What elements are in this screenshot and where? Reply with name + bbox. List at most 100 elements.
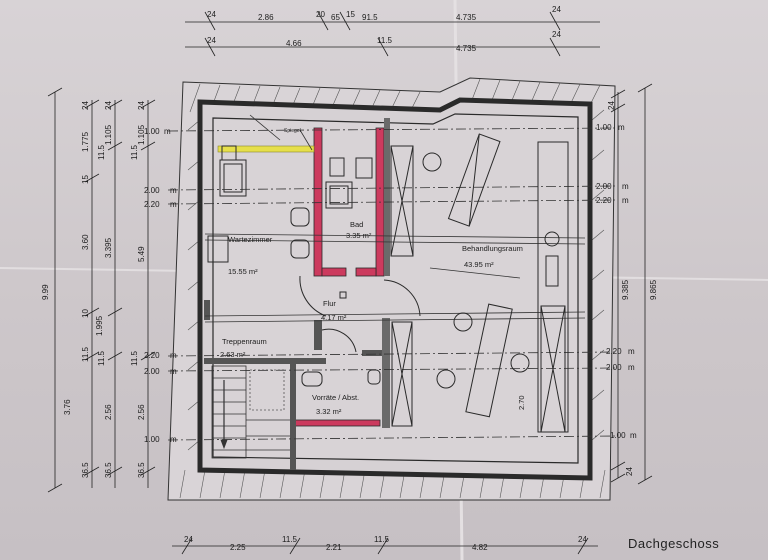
svg-text:m: m	[618, 123, 625, 132]
svg-text:m: m	[170, 200, 177, 209]
svg-text:1.00: 1.00	[596, 123, 612, 132]
stool	[422, 152, 442, 172]
dim-label: 2.56	[104, 404, 113, 420]
dim-label: 24	[207, 36, 216, 45]
room-name: Vorräte / Abst.	[312, 393, 359, 402]
dim-label: 91.5	[362, 13, 378, 22]
dim-label: 3.60	[81, 234, 90, 250]
dim-label: 3.76	[63, 399, 72, 415]
dim-label: 2.56	[137, 404, 146, 420]
stool	[510, 353, 530, 373]
washbasin	[355, 157, 373, 179]
room-name: Treppenraum	[222, 337, 267, 346]
room-area: 3.32 m²	[316, 407, 342, 416]
svg-text:2.20: 2.20	[144, 351, 160, 360]
plan-title: Dachgeschoss	[628, 536, 719, 551]
room-area: 3.35 m²	[346, 231, 372, 240]
furniture	[207, 133, 569, 433]
dim-label: 36.5	[137, 462, 146, 478]
dim-label: 1.105	[104, 124, 113, 145]
dim-label: 24	[607, 101, 616, 110]
dim-label: 24	[81, 101, 90, 110]
dim-label: 24	[184, 535, 193, 544]
right-dimension-lines	[610, 83, 653, 485]
dim-label: 11.5	[377, 36, 393, 45]
svg-text:m: m	[622, 196, 629, 205]
svg-text:m: m	[164, 127, 171, 136]
svg-text:m: m	[628, 347, 635, 356]
dim-label: 4.66	[286, 39, 302, 48]
cabinet-inner	[223, 163, 243, 193]
washbasin-small	[301, 371, 323, 387]
exterior-walls	[197, 97, 593, 481]
cabinet-left	[390, 145, 414, 257]
basin	[544, 231, 560, 247]
treatment-bench	[447, 133, 501, 227]
dim-label: 20	[316, 10, 325, 19]
treatment-bench	[465, 303, 513, 418]
left-dimension-lines	[47, 87, 156, 493]
cabinet-lower	[391, 321, 413, 427]
appliance	[545, 255, 559, 287]
dim-label: 11.5	[97, 144, 106, 160]
height-label: 2.70	[517, 395, 526, 410]
dim-label: 11.5	[130, 350, 139, 366]
svg-text:2.20: 2.20	[144, 200, 160, 209]
dim-label: 65	[331, 13, 340, 22]
room-area: 43.95 m²	[464, 260, 494, 269]
svg-text:m: m	[170, 435, 177, 444]
svg-text:2.00: 2.00	[144, 186, 160, 195]
door-swing	[383, 279, 421, 317]
stool	[436, 369, 456, 389]
room-name: Flur	[323, 299, 336, 308]
chair	[290, 239, 310, 259]
room-name: Wartezimmer	[228, 235, 273, 244]
wc	[329, 157, 345, 177]
dim-label: 36.5	[104, 462, 113, 478]
dim-label: 9.865	[649, 279, 658, 300]
dim-label: 5.49	[137, 246, 146, 262]
svg-text:m: m	[170, 186, 177, 195]
dim-label: 15	[81, 175, 90, 184]
dim-label: 9.99	[41, 284, 50, 300]
dim-label: 1.105	[137, 124, 146, 145]
spiegel-label: Spiegel	[284, 128, 301, 134]
room-name: Bad	[350, 220, 363, 229]
dim-label: 1.995	[95, 315, 104, 336]
dim-label: 11.5	[81, 346, 90, 362]
chair	[290, 207, 310, 227]
dim-label: 11.5	[282, 535, 298, 544]
dim-label: 11.5	[97, 350, 106, 366]
svg-text:m: m	[628, 363, 635, 372]
dim-label: 2.86	[258, 13, 274, 22]
svg-text:1.00: 1.00	[144, 127, 160, 136]
dim-label: 24	[552, 30, 561, 39]
wc-small	[367, 369, 381, 385]
bottom-dimension-lines	[172, 537, 598, 555]
dim-label: 15	[346, 10, 355, 19]
svg-text:m: m	[170, 367, 177, 376]
chair	[207, 235, 229, 263]
dim-label: 4.735	[456, 13, 477, 22]
svg-text:2.00: 2.00	[606, 363, 622, 372]
dim-label: 4.735	[456, 44, 477, 53]
svg-text:m: m	[622, 182, 629, 191]
shower-tray	[329, 185, 349, 205]
detector	[339, 291, 347, 299]
dim-label: 10	[81, 309, 90, 318]
dim-label: 24	[552, 5, 561, 14]
svg-text:m: m	[170, 351, 177, 360]
dim-label: 24	[625, 467, 634, 476]
dim-label: 9.385	[621, 279, 630, 300]
top-dimension-lines	[185, 11, 600, 57]
dim-label: 4.82	[472, 543, 488, 552]
dim-label: 24	[104, 101, 113, 110]
svg-text:2.20: 2.20	[596, 196, 612, 205]
door-swing	[299, 275, 327, 317]
stool	[453, 312, 473, 332]
shelf	[540, 305, 566, 433]
room-area: 4.17 m²	[321, 313, 347, 322]
